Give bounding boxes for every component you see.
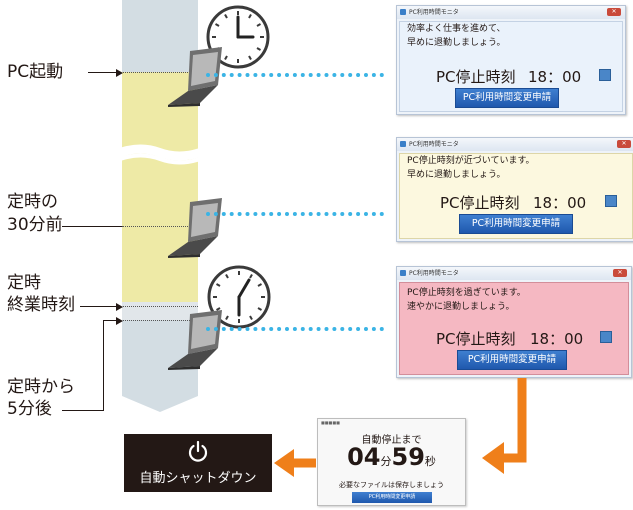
message-line: PC停止時刻を過ぎています。 xyxy=(407,288,526,298)
label-pc-start: PC起動 xyxy=(7,62,64,82)
flow-arrow xyxy=(274,449,316,477)
countdown-window: ■■■■■ 自動停止まで 04分59秒 必要なファイルは保存しましょう PC利用… xyxy=(317,418,466,506)
window-title: PC利用時間モニタ xyxy=(409,141,459,148)
time-marker-line xyxy=(123,72,198,73)
window-title: ■■■■■ xyxy=(321,420,340,425)
time-change-request-button[interactable]: PC利用時間変更申請 xyxy=(457,350,567,370)
connector-line xyxy=(103,320,116,321)
monitor-window-normal: PC利用時間モニタ ✕ 効率よく仕事を進めて、 早めに退勤しましょう。 PC停止… xyxy=(396,5,626,115)
minutes-unit: 分 xyxy=(380,455,392,468)
window-title: PC利用時間モニタ xyxy=(409,9,459,16)
auto-shutdown-box: 自動シャットダウン xyxy=(124,434,272,492)
time-marker-line xyxy=(123,306,198,307)
power-icon xyxy=(188,441,208,462)
countdown-timer: 04分59秒 xyxy=(318,443,465,471)
label-before-30-line1: 定時の xyxy=(7,192,58,212)
connector-line xyxy=(80,306,116,307)
label-end-line1: 定時 xyxy=(7,273,41,293)
time-marker-line xyxy=(123,320,198,321)
window-titlebar: PC利用時間モニタ ✕ xyxy=(397,6,625,19)
arrow-head xyxy=(116,69,123,77)
monitor-window-overtime: PC利用時間モニタ ✕ PC停止時刻を過ぎています。 速やかに退勤しましょう。 … xyxy=(396,266,632,378)
message-line: 早めに退勤しましょう。 xyxy=(407,170,506,180)
window-title: PC利用時間モニタ xyxy=(409,270,459,277)
app-icon xyxy=(400,9,406,15)
calendar-icon[interactable] xyxy=(600,331,612,343)
message-line: 速やかに退勤しましょう。 xyxy=(407,302,515,312)
app-icon xyxy=(400,270,406,276)
close-button[interactable]: ✕ xyxy=(607,8,621,16)
stop-time-value: 18：00 xyxy=(530,330,584,348)
window-titlebar: PC利用時間モニタ ✕ xyxy=(397,138,633,151)
countdown-minutes: 04 xyxy=(347,443,381,471)
monitor-window-warning: PC利用時間モニタ ✕ PC停止時刻が近づいています。 早めに退勤しましょう。 … xyxy=(396,137,633,242)
laptop-icon xyxy=(168,310,222,370)
connector-dots xyxy=(206,73,384,77)
arrow-head xyxy=(116,303,123,311)
stop-time-value: 18：00 xyxy=(528,68,582,86)
time-change-request-button[interactable]: PC利用時間変更申請 xyxy=(352,492,432,503)
laptop-icon xyxy=(168,198,222,258)
time-change-request-button[interactable]: PC利用時間変更申請 xyxy=(459,214,573,234)
label-after5-line2: 5分後 xyxy=(7,399,52,419)
connector-line xyxy=(88,72,120,73)
seconds-unit: 秒 xyxy=(424,455,436,468)
laptop-icon xyxy=(168,47,222,107)
calendar-icon[interactable] xyxy=(599,69,611,81)
message-line: PC停止時刻が近づいています。 xyxy=(407,156,535,166)
connector-line xyxy=(62,410,104,411)
flow-arrow xyxy=(482,378,527,474)
connector-line xyxy=(103,320,104,411)
stop-time-label: PC停止時刻 xyxy=(440,194,520,212)
close-button[interactable]: ✕ xyxy=(617,140,631,148)
stop-time-value: 18：00 xyxy=(533,194,587,212)
message-line: 早めに退勤しましょう。 xyxy=(407,38,506,48)
window-titlebar: PC利用時間モニタ ✕ xyxy=(397,267,631,280)
time-marker-line xyxy=(122,226,198,227)
connector-dots xyxy=(206,212,384,216)
label-before-30-line2: 30分前 xyxy=(7,215,63,235)
calendar-icon[interactable] xyxy=(605,195,617,207)
connector-line xyxy=(62,226,122,227)
connector-dots xyxy=(206,327,384,331)
stop-time-label: PC停止時刻 xyxy=(436,330,516,348)
label-after5-line1: 定時から xyxy=(7,377,75,397)
countdown-title: 自動停止まで xyxy=(361,435,422,446)
countdown-seconds: 59 xyxy=(391,443,425,471)
save-files-note: 必要なファイルは保存しましょう xyxy=(339,481,444,489)
time-change-request-button[interactable]: PC利用時間変更申請 xyxy=(455,88,559,108)
arrow-head xyxy=(116,317,123,325)
stop-time-label: PC停止時刻 xyxy=(436,68,516,86)
app-icon xyxy=(400,141,406,147)
auto-shutdown-label: 自動シャットダウン xyxy=(139,471,257,486)
message-line: 効率よく仕事を進めて、 xyxy=(407,24,506,34)
close-button[interactable]: ✕ xyxy=(613,269,627,277)
label-end-line2: 終業時刻 xyxy=(7,295,75,315)
